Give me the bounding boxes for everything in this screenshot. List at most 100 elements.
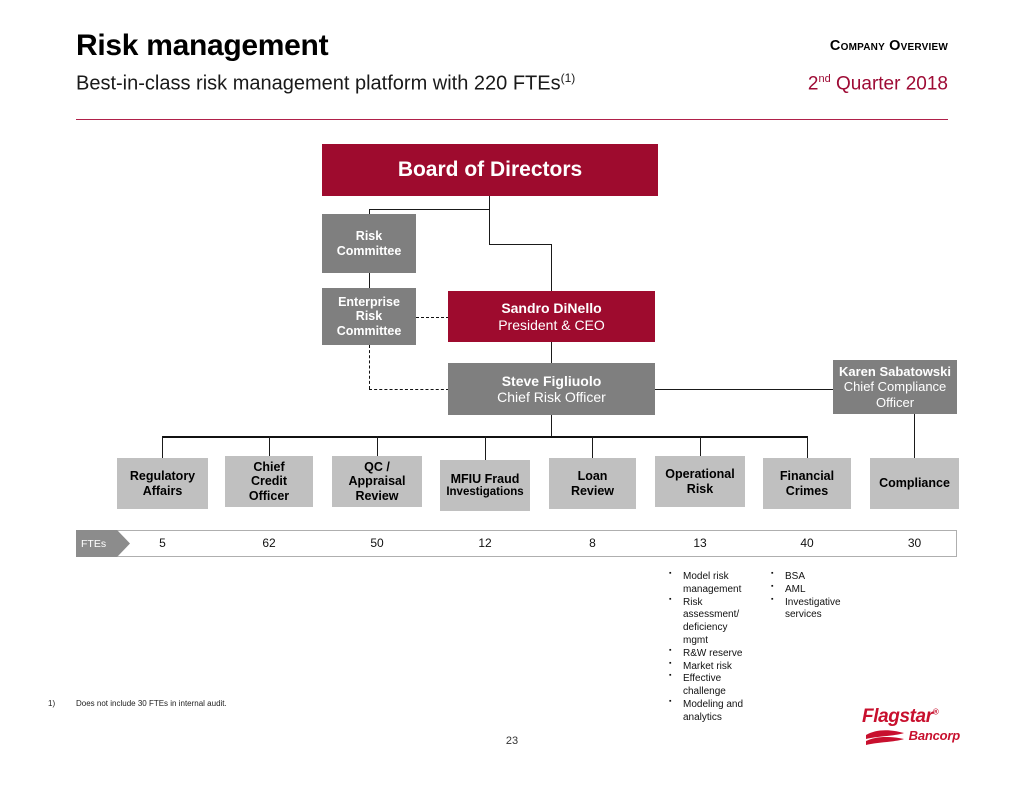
fte-value-3: 12 — [478, 536, 492, 550]
dept-6-line1: Financial — [779, 469, 835, 483]
cco-role-line2: Officer — [875, 394, 915, 410]
dept-5-line2: Risk — [686, 481, 714, 496]
list-item: Model risk management — [669, 570, 746, 597]
connector-board-to-ceo-v — [551, 244, 552, 292]
fte-value-2: 50 — [370, 536, 384, 550]
quarter-ordinal-suffix: nd — [818, 73, 831, 85]
org-node-department-chief-credit-officer[interactable]: Chief Credit Officer — [225, 456, 313, 507]
ceo-role: President & CEO — [498, 316, 605, 333]
enterprise-risk-line3: Committee — [336, 323, 402, 338]
org-node-chief-risk-officer[interactable]: Steve Figliuolo Chief Risk Officer — [448, 363, 655, 415]
dept-5-line1: Operational — [665, 467, 735, 481]
org-node-department-financial-crimes[interactable]: Financial Crimes — [763, 458, 851, 509]
dept-2-line3: Review — [355, 488, 399, 503]
bullet-list-financial-crimes: BSA AML Investigative services — [770, 570, 860, 623]
header-divider-rule — [76, 119, 948, 120]
fte-value-0: 5 — [159, 536, 166, 550]
logo-main-text: Flagstar — [862, 706, 933, 727]
org-node-enterprise-risk-committee[interactable]: Enterprise Risk Committee — [322, 288, 416, 345]
fte-value-4: 8 — [589, 536, 596, 550]
list-item: BSA — [771, 570, 860, 584]
connector-ceo-to-cro — [551, 342, 552, 364]
wave-icon — [866, 730, 904, 745]
org-node-ceo[interactable]: Sandro DiNello President & CEO — [448, 291, 655, 342]
connector-drop-loan-review — [592, 436, 593, 458]
dept-0-line1: Regulatory — [129, 469, 196, 483]
org-node-board-of-directors[interactable]: Board of Directors — [322, 144, 658, 196]
dept-2-line1: QC / — [364, 459, 390, 474]
enterprise-risk-line2: Risk — [355, 309, 383, 324]
logo-registered-mark: ® — [932, 707, 939, 717]
cco-name: Karen Sabatowski — [839, 364, 951, 380]
connector-board-to-risk-committee-h — [369, 209, 490, 210]
connector-drop-mfiu-fraud — [485, 436, 486, 460]
connector-enterprise-risk-to-ceo-dotted — [416, 317, 449, 318]
fte-value-1: 62 — [262, 536, 276, 550]
connector-drop-qc-appraisal-review — [377, 436, 378, 456]
dept-7-line1: Compliance — [879, 476, 950, 491]
page-title: Risk management — [76, 29, 329, 62]
bullet-list-operational-risk: Model risk management Risk assessment/ d… — [668, 570, 746, 725]
list-item: Effective challenge — [669, 672, 746, 699]
fte-row — [76, 530, 957, 557]
section-label-company-overview: Company Overview — [829, 38, 948, 54]
connector-drop-operational-risk — [700, 436, 701, 456]
footnote: 1)Does not include 30 FTEs in internal a… — [48, 699, 227, 708]
list-item: AML — [771, 583, 860, 597]
org-node-department-compliance[interactable]: Compliance — [870, 458, 959, 509]
subtitle-footnote-marker: (1) — [560, 71, 576, 85]
logo-wordmark: Flagstar® — [862, 706, 939, 728]
quarter-number: 2 — [807, 73, 819, 95]
cco-role-line1: Chief Compliance — [843, 379, 947, 395]
logo-subtext: Bancorp — [908, 728, 961, 743]
org-node-board-label: Board of Directors — [397, 157, 583, 181]
dept-6-line2: Crimes — [785, 483, 829, 498]
dept-2-line2: Appraisal — [348, 474, 406, 489]
list-item: Market risk — [669, 660, 746, 674]
connector-drop-regulatory-affairs — [162, 436, 163, 458]
connector-drop-chief-credit-officer — [269, 436, 270, 456]
dept-1-line2: Credit — [250, 474, 288, 489]
connector-board-stub — [489, 196, 490, 244]
risk-committee-line1: Risk — [355, 229, 383, 243]
risk-committee-line2: Committee — [336, 243, 402, 258]
list-item: Investigative services — [771, 596, 860, 623]
connector-drop-financial-crimes — [807, 436, 808, 458]
list-item: R&W reserve — [669, 647, 746, 661]
connector-cro-down-to-bus — [551, 415, 552, 436]
connector-enterprise-risk-down-dotted — [369, 345, 370, 389]
fte-value-5: 13 — [693, 536, 707, 550]
page-subtitle: Best-in-class risk management platform w… — [76, 71, 575, 96]
subtitle-text: Best-in-class risk management platform w… — [76, 72, 561, 95]
fte-value-6: 40 — [800, 536, 814, 550]
org-node-department-regulatory-affairs[interactable]: Regulatory Affairs — [117, 458, 208, 509]
connector-risk-to-enterprise-risk — [369, 273, 370, 289]
connector-board-to-risk-committee-v — [369, 209, 370, 215]
list-item: Risk assessment/ deficiency mgmt — [669, 596, 746, 648]
dept-4-line2: Review — [570, 483, 615, 498]
org-node-department-operational-risk[interactable]: Operational Risk — [655, 456, 745, 507]
org-node-department-mfiu-fraud-investigations[interactable]: MFIU Fraud Investigations — [440, 460, 530, 511]
org-node-risk-committee[interactable]: Risk Committee — [322, 214, 416, 273]
enterprise-risk-line1: Enterprise — [338, 294, 400, 309]
org-node-chief-compliance-officer[interactable]: Karen Sabatowski Chief Compliance Office… — [833, 360, 957, 414]
org-node-department-qc-appraisal-review[interactable]: QC / Appraisal Review — [332, 456, 422, 507]
quarter-label: 2nd Quarter 2018 — [808, 73, 948, 95]
footnote-text: Does not include 30 FTEs in internal aud… — [76, 699, 227, 708]
org-node-department-loan-review[interactable]: Loan Review — [549, 458, 636, 509]
dept-4-line1: Loan — [577, 469, 608, 483]
fte-row-label: FTEs — [76, 530, 130, 557]
dept-1-line1: Chief — [253, 459, 285, 474]
connector-cro-to-cco — [655, 389, 834, 390]
ceo-name: Sandro DiNello — [501, 300, 602, 317]
dept-0-line2: Affairs — [142, 483, 183, 498]
cro-role: Chief Risk Officer — [497, 389, 606, 405]
dept-3-line1: MFIU Fraud — [450, 471, 520, 486]
dept-1-line3: Officer — [248, 488, 290, 503]
list-item: Modeling and analytics — [669, 698, 746, 725]
connector-board-to-ceo-h — [489, 244, 551, 245]
fte-value-7: 30 — [907, 536, 922, 550]
quarter-rest: Quarter 2018 — [830, 73, 948, 95]
flagstar-bancorp-logo: Flagstar® Bancorp — [862, 706, 960, 750]
